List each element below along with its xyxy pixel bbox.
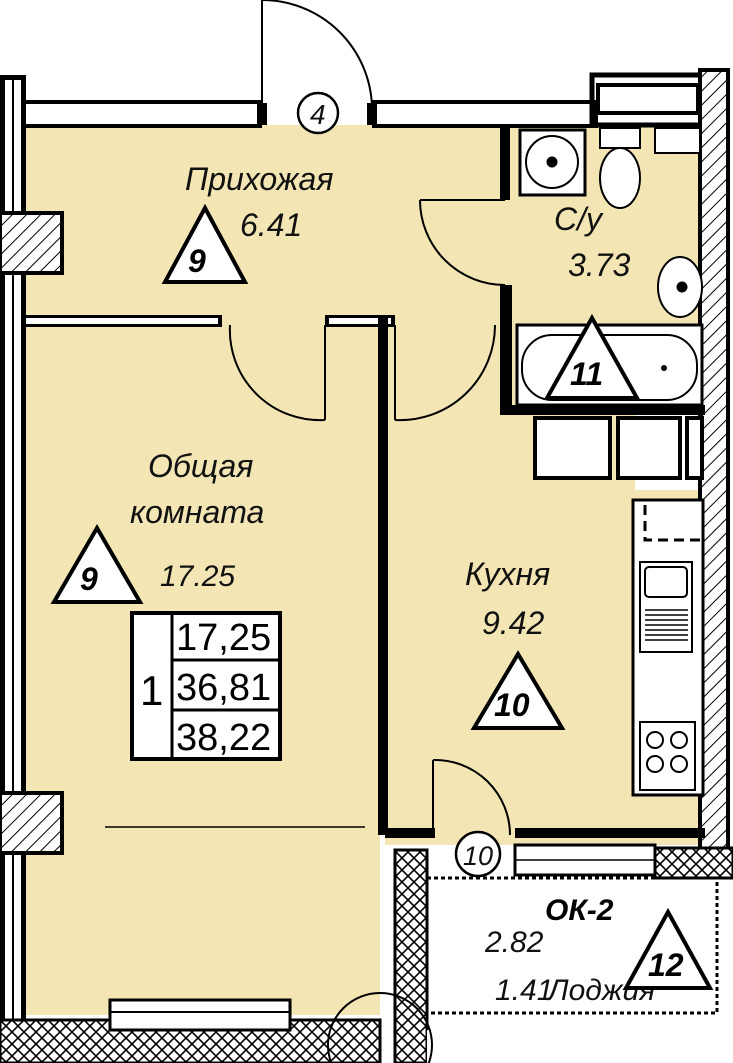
living-finish-tag: 9 (50, 524, 144, 604)
living-area: 17.25 (160, 560, 235, 593)
kitchen-finish-number: 10 (494, 687, 530, 723)
hall-finish-number: 9 (188, 243, 206, 279)
loggia-finish-number: 12 (648, 947, 684, 983)
total-with-loggia-value: 38,22 (176, 717, 271, 759)
living-name-1: Общая (148, 448, 253, 484)
hall-name: Прихожая (185, 161, 333, 197)
kitchen-area: 9.42 (482, 605, 544, 641)
column-upper (0, 211, 64, 275)
loggia-frame (425, 843, 719, 1015)
loggia-area-full: 2.82 (484, 926, 544, 959)
kitchen-finish-tag: 10 (470, 650, 566, 730)
bath-name: С/у (554, 201, 604, 237)
kitchen-upper-cabinets (533, 416, 704, 480)
entry-door-mark: 4 (296, 91, 340, 135)
living-area-value: 17,25 (176, 617, 271, 659)
rooms-count: 1 (140, 667, 163, 714)
interior-doors (228, 199, 511, 1063)
apartment-summary-table: 1 17,25 36,81 38,22 (130, 611, 282, 761)
balcony-door-number: 10 (463, 841, 493, 871)
entry-door-number: 4 (310, 99, 326, 130)
kitchen-counter (631, 498, 705, 797)
kitchen-name: Кухня (465, 556, 550, 592)
bath-area: 3.73 (568, 247, 630, 283)
living-finish-number: 9 (80, 561, 98, 597)
bath-finish-number: 11 (570, 356, 603, 392)
hall-finish-tag: 9 (161, 203, 249, 284)
entry-door (257, 0, 377, 125)
bath-finish-tag: 11 (543, 313, 641, 400)
walls (0, 68, 733, 1063)
column-lower (0, 791, 64, 855)
living-name-2: комната (130, 494, 264, 530)
hall-area: 6.41 (240, 207, 302, 243)
total-area-value: 36,81 (176, 667, 271, 709)
balcony-door-mark: 10 (454, 830, 502, 878)
loggia-window-mark: ОК-2 (545, 894, 614, 927)
loggia-finish-tag: 12 (622, 907, 714, 990)
loggia-area-reduced: 1.41 (495, 974, 553, 1007)
